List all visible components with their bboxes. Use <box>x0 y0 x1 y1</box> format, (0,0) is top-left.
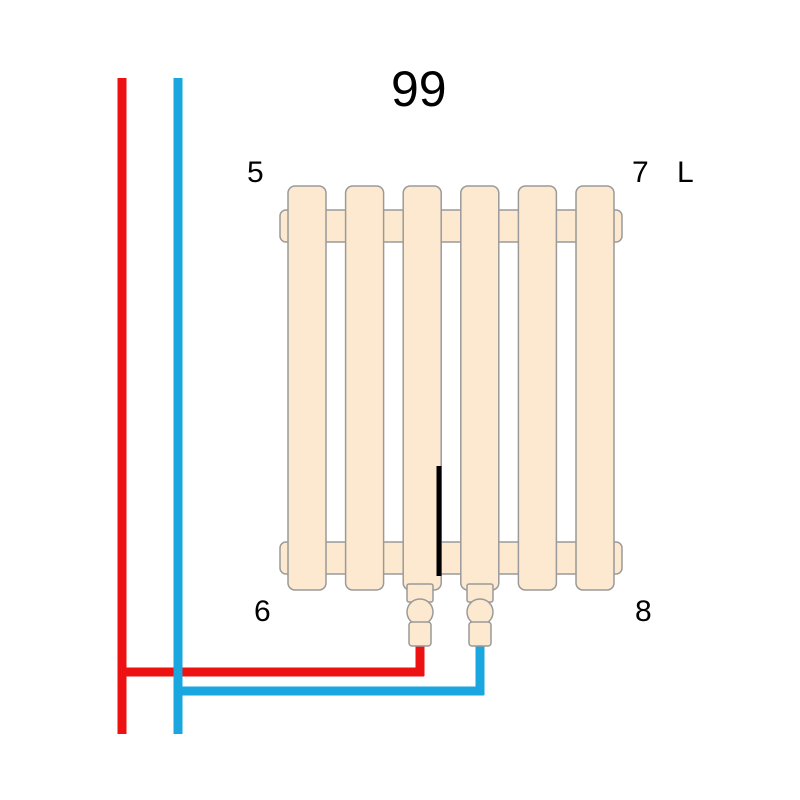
radiator-section <box>344 185 385 591</box>
model-number: 99 <box>391 61 447 117</box>
supply-pipe <box>117 78 425 734</box>
radiator-section <box>287 185 327 591</box>
radiator-section <box>402 185 442 591</box>
corner-label-bottom-left: 6 <box>254 595 271 628</box>
valve-supply <box>406 583 434 647</box>
bottom-collector <box>279 541 623 575</box>
return-pipe <box>173 78 485 734</box>
top-collector <box>279 209 623 243</box>
radiator-body <box>279 185 623 591</box>
corner-label-bottom-right: 8 <box>635 595 652 628</box>
corner-label-top-left: 5 <box>247 156 264 189</box>
corner-label-top-right: 7 <box>632 156 649 189</box>
radiator-section <box>460 185 500 591</box>
side-label: L <box>677 156 694 189</box>
valve-return <box>466 583 494 647</box>
radiator-section <box>575 185 615 591</box>
radiator-section <box>517 185 558 591</box>
